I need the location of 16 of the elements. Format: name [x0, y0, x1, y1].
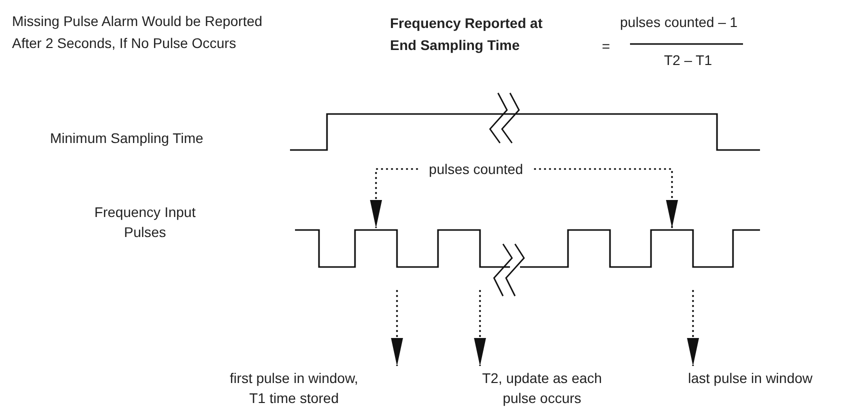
dotted-arrow: [474, 290, 486, 366]
dotted-arrow: [391, 290, 403, 366]
dotted-arrow: [370, 168, 418, 228]
dotted-arrow: [534, 168, 678, 228]
label-text: Frequency Reported at End Sampling Time: [390, 14, 544, 55]
label-text: pulses counted – 1: [620, 13, 739, 32]
label-text: Missing Pulse Alarm Would be Reported After 2 Seconds, If No Pulse Occurs: [12, 12, 264, 53]
annotation-text: last pulse in window: [688, 369, 814, 388]
label-text: Frequency Input Pulses: [93, 203, 197, 242]
annotation-text: T2, update as each pulse occurs: [481, 369, 603, 408]
dotted-arrow: [687, 290, 699, 366]
label-text: T2 – T1: [663, 51, 713, 70]
annotation-text: first pulse in window, T1 time stored: [228, 369, 360, 408]
label-text: =: [600, 37, 612, 56]
annotation-text: pulses counted: [428, 160, 524, 179]
label-text: Minimum Sampling Time: [50, 129, 204, 148]
